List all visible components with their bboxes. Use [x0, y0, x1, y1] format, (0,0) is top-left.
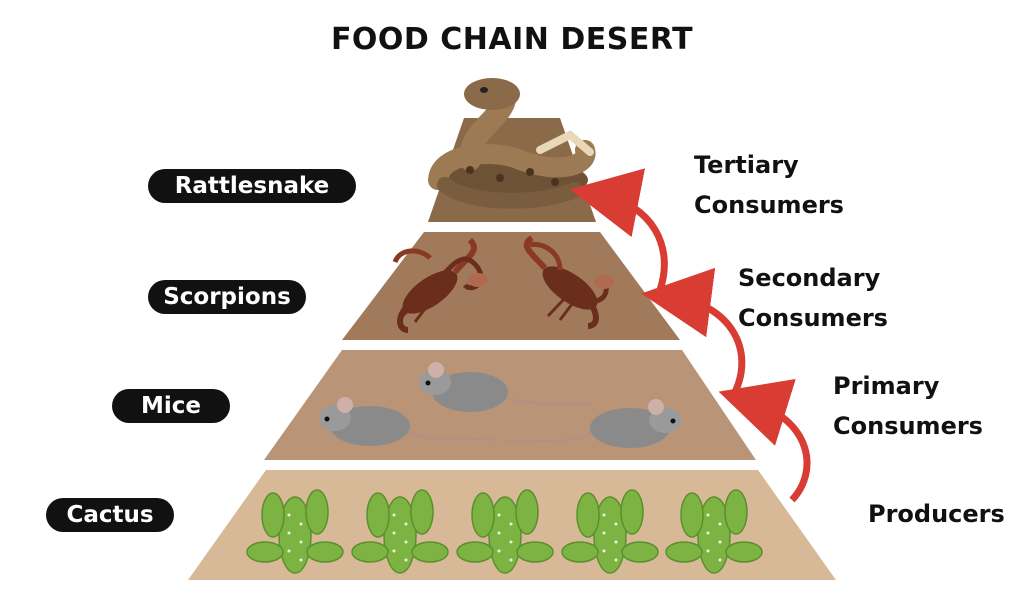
cactus-icon	[246, 489, 344, 574]
role-line: Tertiary	[694, 151, 799, 179]
organism-label-cactus: Cactus	[46, 498, 174, 532]
diagram-title: FOOD CHAIN DESERT	[330, 22, 694, 57]
role-label-producers: Producers	[868, 494, 1005, 534]
role-label-secondary: Secondary Consumers	[738, 258, 888, 338]
scorpion-icon	[392, 237, 488, 333]
organism-label-mice: Mice	[112, 389, 230, 423]
role-line: Consumers	[738, 304, 888, 332]
mouse-icon	[319, 397, 496, 446]
organism-label-scorpions: Scorpions	[148, 280, 306, 314]
rattlesnake-icon	[428, 78, 596, 209]
role-label-primary: Primary Consumers	[833, 366, 983, 446]
cactus-row	[246, 489, 763, 574]
role-line: Producers	[868, 500, 1005, 528]
scorpion-icon	[523, 235, 614, 329]
mouse-icon	[504, 399, 681, 448]
organism-label-rattlesnake: Rattlesnake	[148, 169, 356, 203]
cactus-icon	[456, 489, 554, 574]
arrow-icon	[718, 378, 811, 503]
cactus-icon	[665, 489, 763, 574]
cactus-icon	[351, 489, 449, 574]
cactus-icon	[561, 489, 659, 574]
role-label-tertiary: Tertiary Consumers	[694, 145, 844, 225]
tier-scorpions	[342, 232, 680, 340]
arrow-icon	[569, 168, 668, 292]
mouse-icon	[419, 362, 591, 412]
arrow-icon	[641, 267, 746, 394]
role-line: Primary	[833, 372, 940, 400]
role-line: Secondary	[738, 264, 881, 292]
role-line: Consumers	[694, 191, 844, 219]
role-line: Consumers	[833, 412, 983, 440]
